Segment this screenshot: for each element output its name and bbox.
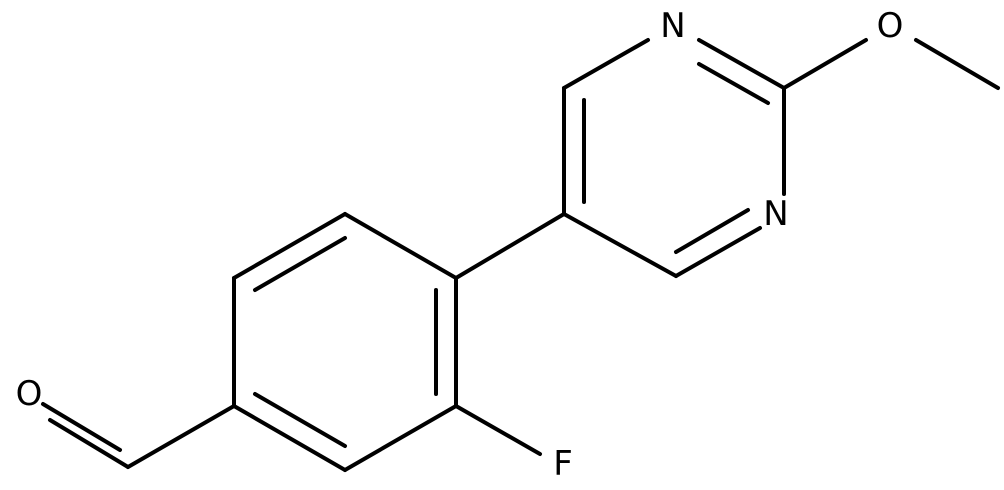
bond-ring-cho (126, 404, 236, 469)
bond-n1-c6 (674, 226, 762, 278)
bond-benzene-pyrimidine (454, 212, 566, 280)
double-bond-c5-c6 (253, 392, 347, 448)
bond-c4-c5 (343, 404, 458, 472)
benzene-ring (232, 212, 458, 472)
bond-c1-c2 (232, 212, 347, 280)
bond-c-o-aldehyde (48, 418, 130, 469)
bond-c6-c5-pyrimidine (562, 212, 678, 278)
fluoro-group: F (454, 404, 573, 484)
bond-c2-c3 (343, 212, 458, 280)
atom-label-fluorine: F (553, 444, 573, 484)
bond-c5-c6 (232, 404, 347, 472)
double-bond-c-o-aldehyde (41, 402, 122, 452)
bond-o-ch3 (914, 38, 1000, 90)
atom-label-oxygen-aldehyde: O (16, 374, 43, 414)
bond-c4-n3 (562, 38, 650, 90)
pyrimidine-ring: N N (562, 6, 789, 278)
aldehyde-group: O (16, 374, 236, 469)
double-bond-n3-c2 (697, 62, 770, 105)
bond-n3-c2 (697, 38, 786, 90)
bond-c2-o-methoxy (782, 38, 868, 90)
double-bond-n1-c6 (674, 208, 750, 254)
atom-label-oxygen-methoxy: O (877, 6, 904, 46)
atom-label-nitrogen-bottom: N (763, 194, 788, 234)
bond-c-f (454, 404, 542, 456)
atom-label-nitrogen-top: N (660, 6, 685, 46)
double-bond-c1-c2 (253, 236, 347, 292)
methoxy-group: O (782, 6, 1000, 90)
